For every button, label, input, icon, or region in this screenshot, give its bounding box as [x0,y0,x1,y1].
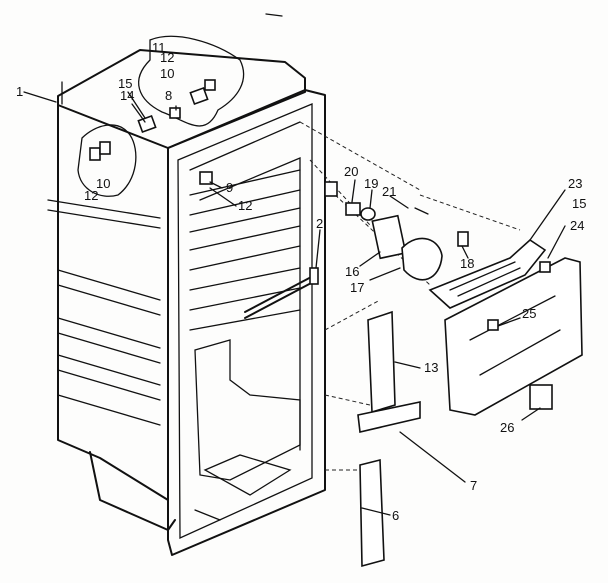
callout-11: 11 [152,40,166,55]
lower-panels [357,310,421,568]
leader-lines [23,91,566,516]
callout-12b: 12 [84,188,98,203]
screw-25 [487,319,499,331]
callout-24: 24 [570,218,584,233]
callout-23: 23 [568,176,582,191]
screw-15 [539,261,551,273]
callout-19: 19 [364,176,378,191]
callout-1: 1 [16,84,23,99]
connector-10-left-b [99,141,111,155]
part-26 [529,384,553,410]
callout-6: 6 [392,508,399,523]
callout-10a: 10 [160,66,174,81]
cover-24 [444,257,583,416]
callout-10b: 10 [96,176,110,191]
callout-7: 7 [470,478,477,493]
cabinet-liner [47,35,306,531]
callout-17: 17 [350,280,364,295]
connector-14 [137,114,157,134]
top-fasteners [89,79,216,185]
duct-assembly [428,238,583,416]
callout-9: 9 [226,180,233,195]
panel-6 [359,458,385,568]
clip-9 [199,171,213,185]
screw-18 [457,231,469,247]
callout-13: 13 [424,360,438,375]
callout-15a: 15 [118,76,132,91]
screw-12 [204,79,216,91]
fan-blade-17 [401,237,443,281]
fan-motor-16 [371,214,407,260]
fan-assembly [324,181,469,281]
grommet-19 [360,207,376,221]
panel-13 [367,310,396,414]
callout-12a: 12 [160,50,174,65]
side-foam-outline [77,124,137,197]
bushing-20 [345,202,361,216]
callout-2: 2 [316,216,323,231]
callout-21: 21 [382,184,396,199]
callout-16: 16 [345,264,359,279]
callout-labels: 1 2 6 7 8 9 10 10 11 12 12 12 13 14 15 1… [16,40,586,523]
front-frame [167,89,326,556]
connector-10 [189,86,209,106]
callout-25: 25 [522,306,536,321]
callout-26: 26 [500,420,514,435]
drain-tube [244,267,319,319]
callout-20: 20 [344,164,358,179]
callout-15b: 15 [572,196,586,211]
screw-8 [169,107,181,119]
bracket-near-20 [324,181,338,197]
connector-10-left [89,147,101,161]
top-foam-outline [138,35,245,127]
callout-12c: 12 [238,198,252,213]
callout-8: 8 [165,88,172,103]
callout-14: 14 [120,88,134,103]
strip-7 [357,401,421,433]
callout-18: 18 [460,256,474,271]
